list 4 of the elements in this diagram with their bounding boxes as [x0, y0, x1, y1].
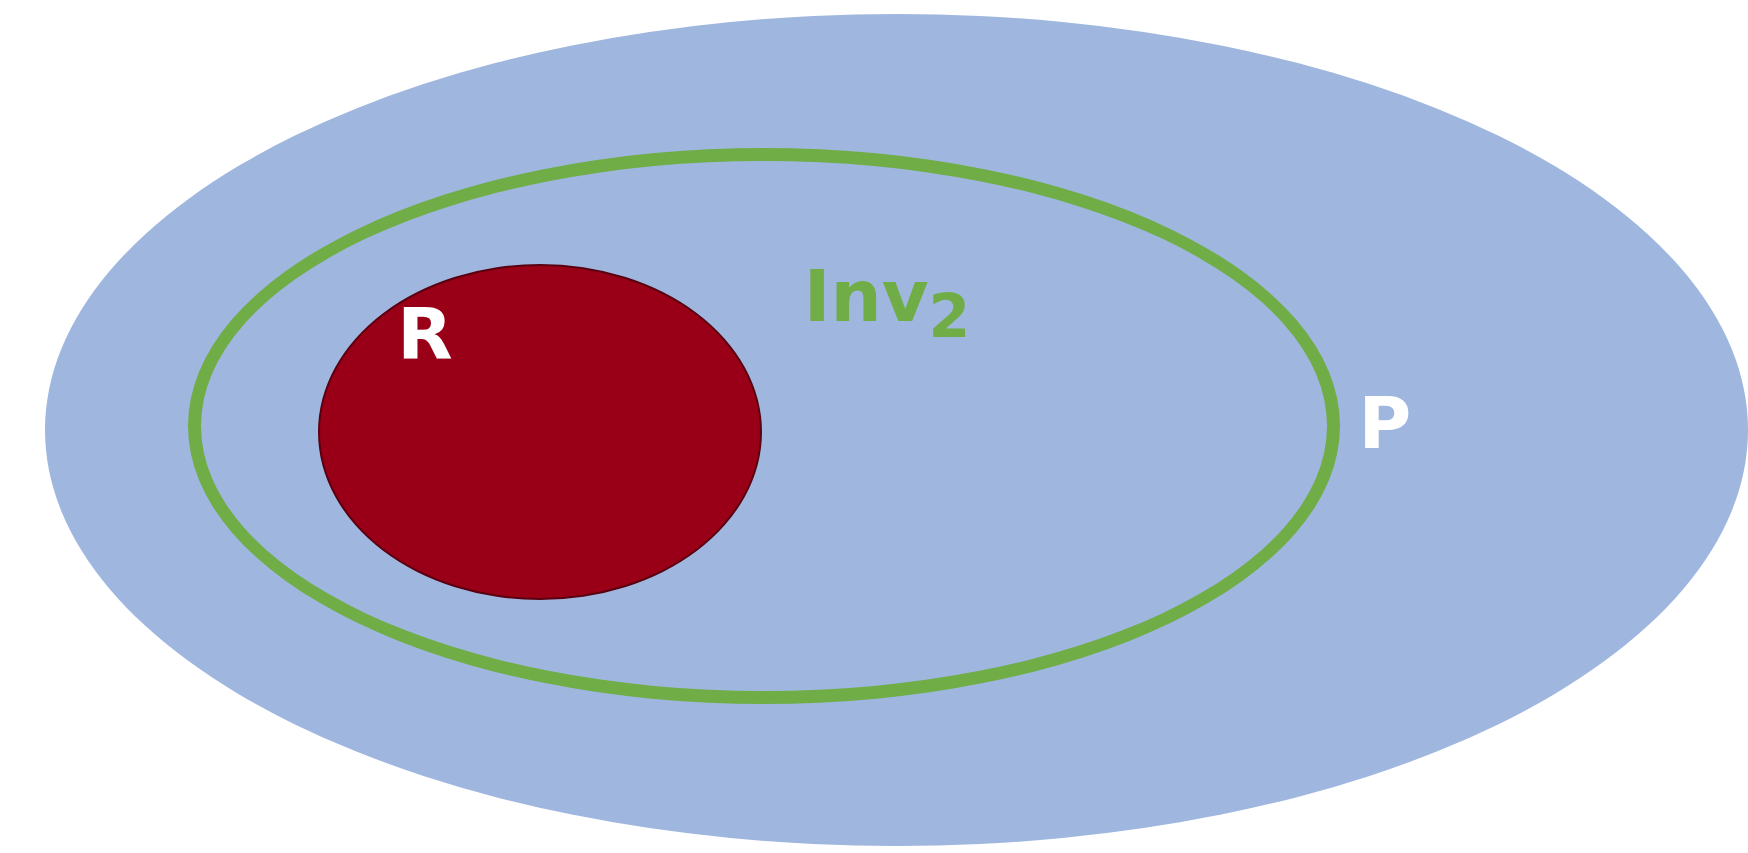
ring-ellipse — [188, 148, 1340, 704]
set-label: Inv$_{2}$ — [803, 260, 971, 346]
set-label: R — [397, 298, 453, 370]
set-label: P — [1358, 387, 1412, 459]
